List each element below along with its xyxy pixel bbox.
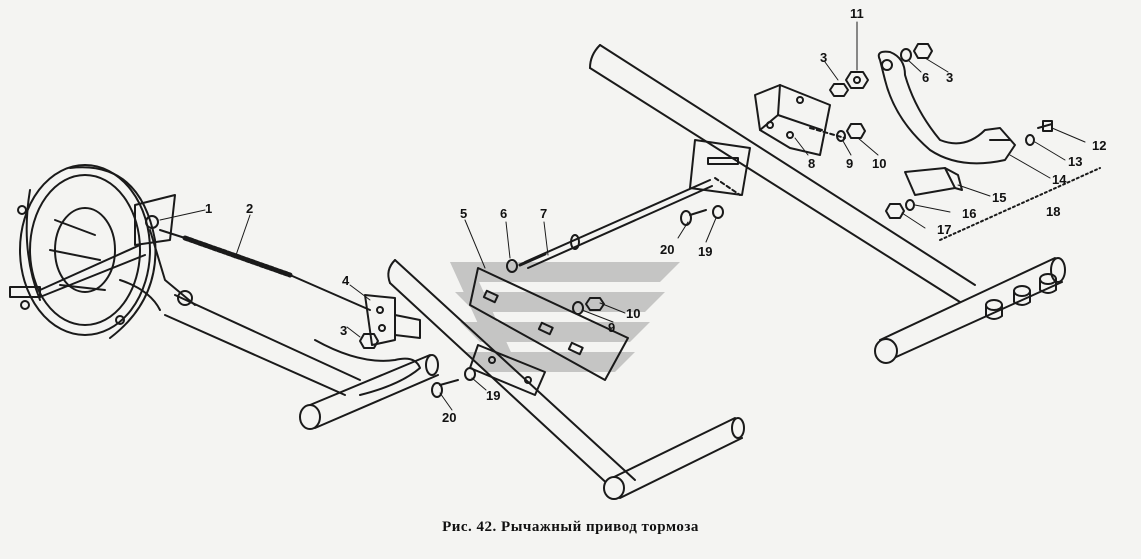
callout-6-left: 6 bbox=[500, 206, 507, 221]
pedal-pad bbox=[904, 167, 963, 196]
right-cross-tube bbox=[874, 257, 1066, 364]
drum-support-tube bbox=[164, 294, 439, 430]
brake-rod bbox=[518, 179, 713, 269]
reference-line-18 bbox=[939, 167, 1101, 241]
callout-18: 18 bbox=[1046, 204, 1060, 219]
callout-13: 13 bbox=[1068, 154, 1082, 169]
leader-lines bbox=[159, 21, 1086, 411]
callout-5: 5 bbox=[460, 206, 467, 221]
watermark-logo bbox=[450, 262, 680, 372]
callout-19-left: 19 bbox=[486, 388, 500, 403]
callout-3-right: 3 bbox=[946, 70, 953, 85]
callout-3-top: 3 bbox=[820, 50, 827, 65]
callout-9-left: 9 bbox=[608, 320, 615, 335]
callout-3-left: 3 bbox=[340, 323, 347, 338]
callout-1: 1 bbox=[205, 201, 212, 216]
callout-19-right: 19 bbox=[698, 244, 712, 259]
lower-frame-tube bbox=[387, 259, 636, 489]
figure-caption: Рис. 42. Рычажный привод тормоза bbox=[442, 519, 699, 535]
tube-mounting-studs bbox=[985, 273, 1057, 320]
fastener-parts bbox=[829, 43, 1053, 219]
return-spring bbox=[159, 229, 371, 311]
callout-6-right: 6 bbox=[922, 70, 929, 85]
callout-7: 7 bbox=[540, 206, 547, 221]
callout-20-right: 20 bbox=[660, 242, 674, 257]
callout-9-right: 9 bbox=[846, 156, 853, 171]
callout-20-left: 20 bbox=[442, 410, 456, 425]
callout-15: 15 bbox=[992, 190, 1006, 205]
callout-4: 4 bbox=[342, 273, 350, 288]
callout-10-right: 10 bbox=[872, 156, 886, 171]
slotted-bracket bbox=[689, 139, 751, 196]
lower-lever-plate bbox=[314, 339, 421, 396]
lower-cross-bar bbox=[603, 417, 745, 500]
upper-frame-tube bbox=[589, 44, 976, 303]
lever-bracket bbox=[364, 294, 421, 346]
pedal-bracket bbox=[754, 84, 846, 156]
lower-tab-plate bbox=[469, 344, 546, 396]
brake-lever bbox=[119, 194, 196, 311]
callout-11: 11 bbox=[850, 6, 864, 21]
callout-14: 14 bbox=[1052, 172, 1067, 187]
pedal-lever bbox=[877, 50, 1016, 165]
callout-8: 8 bbox=[808, 156, 815, 171]
callout-labels: 1 2 3 4 5 6 7 8 9 10 11 12 13 14 15 16 1… bbox=[205, 6, 1106, 425]
callout-16: 16 bbox=[962, 206, 976, 221]
brake-drum bbox=[9, 164, 157, 339]
callout-17: 17 bbox=[937, 222, 951, 237]
callout-2: 2 bbox=[246, 201, 253, 216]
callout-10-left: 10 bbox=[626, 306, 640, 321]
callout-12: 12 bbox=[1092, 138, 1106, 153]
